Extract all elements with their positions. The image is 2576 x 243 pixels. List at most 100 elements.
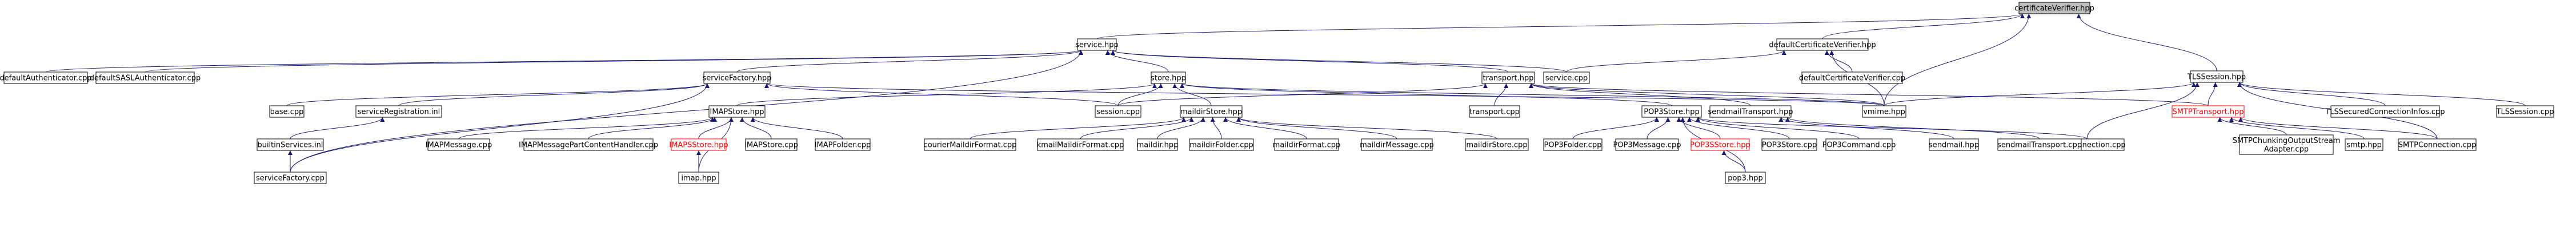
- node-box-IMAPMessage_cpp[interactable]: [427, 138, 490, 151]
- node-IMAPStore_cpp[interactable]: IMAPStore.cpp: [744, 138, 798, 151]
- node-serviceFactory_hpp[interactable]: serviceFactory.hpp: [702, 71, 772, 84]
- node-box-imap_hpp[interactable]: [678, 172, 719, 184]
- node-service[interactable]: service.hpp: [1075, 38, 1119, 51]
- node-IMAPMessagePartContentHandler[interactable]: IMAPMessagePartContentHandler.cpp: [519, 138, 658, 151]
- node-box-service[interactable]: [1077, 38, 1117, 51]
- node-builtinServices_inl[interactable]: builtinServices.inl: [257, 138, 324, 151]
- node-box-POP3Store_hpp[interactable]: [1641, 105, 1702, 118]
- node-box-defaultAuthenticator[interactable]: [3, 71, 88, 84]
- node-maildirStore_hpp[interactable]: maildirStore.hpp: [1180, 105, 1243, 118]
- node-box-SMTPConnection_cpp[interactable]: [2398, 138, 2477, 151]
- node-box-maildirFolder_cpp[interactable]: [1189, 138, 1254, 151]
- node-POP3Command_cpp[interactable]: POP3Command.cpp: [1822, 138, 1896, 151]
- node-box-transport_cpp[interactable]: [1469, 105, 1520, 118]
- node-box-smtp_hpp[interactable]: [2345, 138, 2383, 151]
- node-IMAPMessage_cpp[interactable]: IMAPMessage.cpp: [426, 138, 492, 151]
- node-vmime_hpp[interactable]: vmime.hpp: [1862, 105, 1906, 118]
- node-maildirFolder_cpp[interactable]: maildirFolder.cpp: [1189, 138, 1254, 151]
- node-imap_hpp[interactable]: imap.hpp: [678, 172, 719, 184]
- node-box-defaultSASLAuthenticator[interactable]: [95, 71, 195, 84]
- node-box-IMAPMessagePartContentHandler[interactable]: [523, 138, 654, 151]
- node-sendmailTransport_hpp[interactable]: sendmailTransport.hpp: [1708, 105, 1793, 118]
- node-box-maildirStore_hpp[interactable]: [1180, 105, 1243, 118]
- node-smtp_hpp[interactable]: smtp.hpp: [2345, 138, 2383, 151]
- node-TLSSecuredConnectionInfos[interactable]: TLSSecuredConnectionInfos.cpp: [2325, 105, 2445, 118]
- node-POP3Message_cpp[interactable]: POP3Message.cpp: [1613, 138, 1681, 151]
- node-defaultSASLAuthenticator[interactable]: defaultSASLAuthenticator.cpp: [90, 71, 201, 84]
- node-box-maildirMessage_cpp[interactable]: [1361, 138, 1433, 151]
- node-box-POP3SStore_hpp[interactable]: [1690, 138, 1750, 151]
- node-box-SMTPChunking[interactable]: [2239, 134, 2334, 155]
- node-box-sendmailTransport_hpp[interactable]: [1709, 105, 1792, 118]
- node-certificateVerifier[interactable]: certificateVerifier.hpp: [2014, 2, 2094, 14]
- node-transport_cpp[interactable]: transport.cpp: [1469, 105, 1520, 118]
- node-sendmail_hpp[interactable]: sendmail.hpp: [1929, 138, 1979, 151]
- node-serviceFactory_cpp[interactable]: serviceFactory.cpp: [254, 172, 327, 184]
- node-SMTPConnection_cpp[interactable]: SMTPConnection.cpp: [2398, 138, 2477, 151]
- node-box-SMTPTransport_hpp[interactable]: [2172, 105, 2245, 118]
- node-maildir_hpp[interactable]: maildir.hpp: [1137, 138, 1179, 151]
- edge-certificateVerifier-to-vmime_hpp: [1884, 13, 2032, 106]
- node-box-POP3Command_cpp[interactable]: [1825, 138, 1893, 151]
- node-TLSSession_hpp[interactable]: TLSSession.hpp: [2187, 70, 2246, 83]
- node-box-IMAPFolder_cpp[interactable]: [815, 138, 871, 151]
- node-serviceRegistration_inl[interactable]: serviceRegistration.inl: [355, 105, 442, 118]
- node-TLSSession_cpp[interactable]: TLSSession.cpp: [2496, 105, 2554, 118]
- node-box-maildir_hpp[interactable]: [1137, 138, 1178, 151]
- node-POP3Store_hpp[interactable]: POP3Store.hpp: [1641, 105, 1702, 118]
- node-box-store_hpp[interactable]: [1151, 71, 1186, 84]
- node-base_cpp[interactable]: base.cpp: [269, 105, 305, 118]
- node-maildirFormat_cpp[interactable]: maildirFormat.cpp: [1273, 138, 1341, 151]
- node-POP3Folder_cpp[interactable]: POP3Folder.cpp: [1543, 138, 1603, 151]
- node-defaultAuthenticator[interactable]: defaultAuthenticator.cpp: [0, 71, 92, 84]
- node-box-maildirFormat_cpp[interactable]: [1274, 138, 1339, 151]
- node-box-transport_hpp[interactable]: [1481, 71, 1535, 84]
- node-box-session_cpp[interactable]: [1095, 105, 1141, 118]
- node-box-sendmailTransport_cpp[interactable]: [1997, 138, 2082, 151]
- node-box-defaultCertificateVerifier_hpp[interactable]: [1776, 38, 1869, 51]
- node-label-defaultCertificateVerifier_cpp: defaultCertificateVerifier.cpp: [1799, 74, 1905, 83]
- node-box-POP3Folder_cpp[interactable]: [1543, 138, 1603, 151]
- node-box-TLSSession_hpp[interactable]: [2190, 70, 2244, 83]
- node-courierMaildirFormat[interactable]: courierMaildirFormat.cpp: [924, 138, 1017, 151]
- node-defaultCertificateVerifier_hpp[interactable]: defaultCertificateVerifier.hpp: [1769, 38, 1876, 51]
- node-box-defaultCertificateVerifier_cpp[interactable]: [1801, 71, 1903, 84]
- node-maildirStore_cpp[interactable]: maildirStore.cpp: [1465, 138, 1529, 151]
- node-box-IMAPSStore_hpp[interactable]: [671, 138, 727, 151]
- node-box-TLSSecuredConnectionInfos[interactable]: [2330, 105, 2440, 118]
- node-box-kmailMaildirFormat[interactable]: [1037, 138, 1124, 151]
- node-box-courierMaildirFormat[interactable]: [924, 138, 1016, 151]
- node-box-IMAPStore_hpp[interactable]: [708, 105, 766, 118]
- node-POP3Store_cpp[interactable]: POP3Store.cpp: [1761, 138, 1817, 151]
- node-box-maildirStore_cpp[interactable]: [1465, 138, 1529, 151]
- node-POP3SStore_hpp[interactable]: POP3SStore.hpp: [1690, 138, 1750, 151]
- node-box-builtinServices_inl[interactable]: [257, 138, 324, 151]
- node-kmailMaildirFormat[interactable]: kmailMaildirFormat.cpp: [1037, 138, 1124, 151]
- node-service_cpp[interactable]: service.cpp: [1543, 71, 1590, 84]
- node-box-sendmail_hpp[interactable]: [1929, 138, 1979, 151]
- node-box-TLSSession_cpp[interactable]: [2496, 105, 2554, 118]
- node-box-IMAPStore_cpp[interactable]: [745, 138, 798, 151]
- node-box-serviceRegistration_inl[interactable]: [355, 105, 442, 118]
- node-box-certificateVerifier[interactable]: [2018, 2, 2090, 14]
- node-box-POP3Message_cpp[interactable]: [1615, 138, 1679, 151]
- node-box-serviceFactory_cpp[interactable]: [254, 172, 327, 184]
- node-maildirMessage_cpp[interactable]: maildirMessage.cpp: [1360, 138, 1434, 151]
- node-IMAPSStore_hpp[interactable]: IMAPSStore.hpp: [669, 138, 728, 151]
- node-pop3_hpp[interactable]: pop3.hpp: [1725, 172, 1766, 184]
- node-box-serviceFactory_hpp[interactable]: [703, 71, 771, 84]
- node-transport_hpp[interactable]: transport.hpp: [1481, 71, 1535, 84]
- node-defaultCertificateVerifier_cpp[interactable]: defaultCertificateVerifier.cpp: [1799, 71, 1905, 84]
- node-IMAPFolder_cpp[interactable]: IMAPFolder.cpp: [815, 138, 871, 151]
- node-box-POP3Store_cpp[interactable]: [1761, 138, 1817, 151]
- node-store_hpp[interactable]: store.hpp: [1151, 71, 1186, 84]
- node-sendmailTransport_cpp[interactable]: sendmailTransport.cpp: [1997, 138, 2082, 151]
- node-session_cpp[interactable]: session.cpp: [1095, 105, 1141, 118]
- node-box-pop3_hpp[interactable]: [1725, 172, 1766, 184]
- node-box-service_cpp[interactable]: [1543, 71, 1590, 84]
- node-SMTPTransport_hpp[interactable]: SMTPTransport.hpp: [2172, 105, 2245, 118]
- node-IMAPStore_hpp[interactable]: IMAPStore.hpp: [708, 105, 766, 118]
- node-box-base_cpp[interactable]: [269, 105, 305, 118]
- node-box-vmime_hpp[interactable]: [1862, 105, 1906, 118]
